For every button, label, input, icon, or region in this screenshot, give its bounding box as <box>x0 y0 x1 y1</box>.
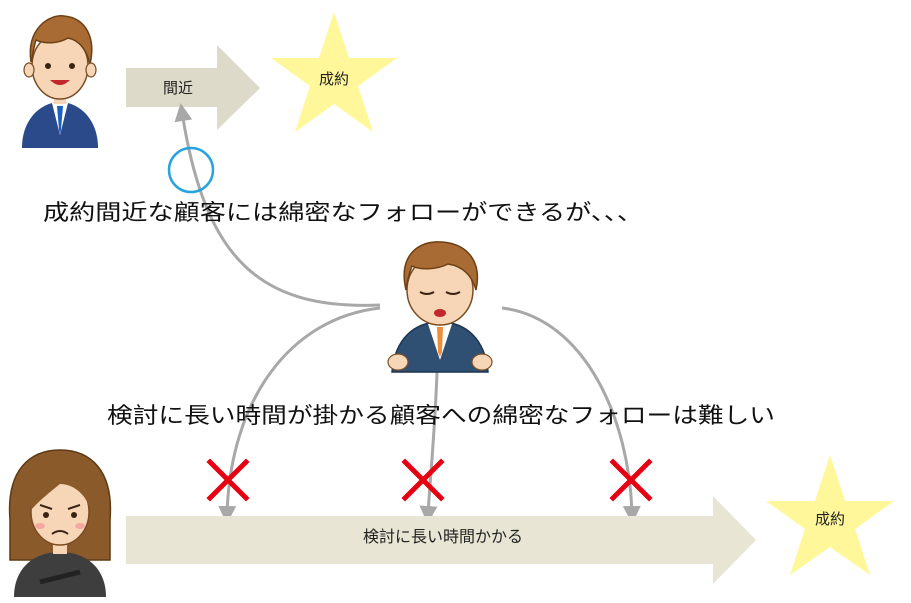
followup-curve-top <box>174 103 381 307</box>
followup-curve-middle <box>419 371 439 524</box>
followup-curve-left <box>218 306 381 524</box>
cross-icon <box>206 458 250 502</box>
long-arrow <box>126 496 756 584</box>
contract-star-bottom <box>766 455 894 575</box>
cross-icon <box>401 458 445 502</box>
near-arrow-label: 間近 <box>163 79 193 97</box>
salesman-icon <box>387 241 493 373</box>
highlight-circle <box>167 146 215 194</box>
contract-star-top <box>271 12 397 132</box>
contract-star-bottom-label: 成約 <box>815 510 845 528</box>
customer-near-icon <box>22 15 98 148</box>
customer-considering-icon <box>8 449 112 597</box>
long-arrow-label: 検討に長い時間かかる <box>363 527 523 546</box>
cross-icon <box>609 458 653 502</box>
near-arrow <box>126 45 260 130</box>
caption-bottom: 検討に長い時間が掛かる顧客への綿密なフォローは難しい <box>107 404 775 429</box>
caption-top: 成約間近な顧客には綿密なフォローができるが、、、 <box>43 201 643 226</box>
contract-star-top-label: 成約 <box>319 70 349 88</box>
